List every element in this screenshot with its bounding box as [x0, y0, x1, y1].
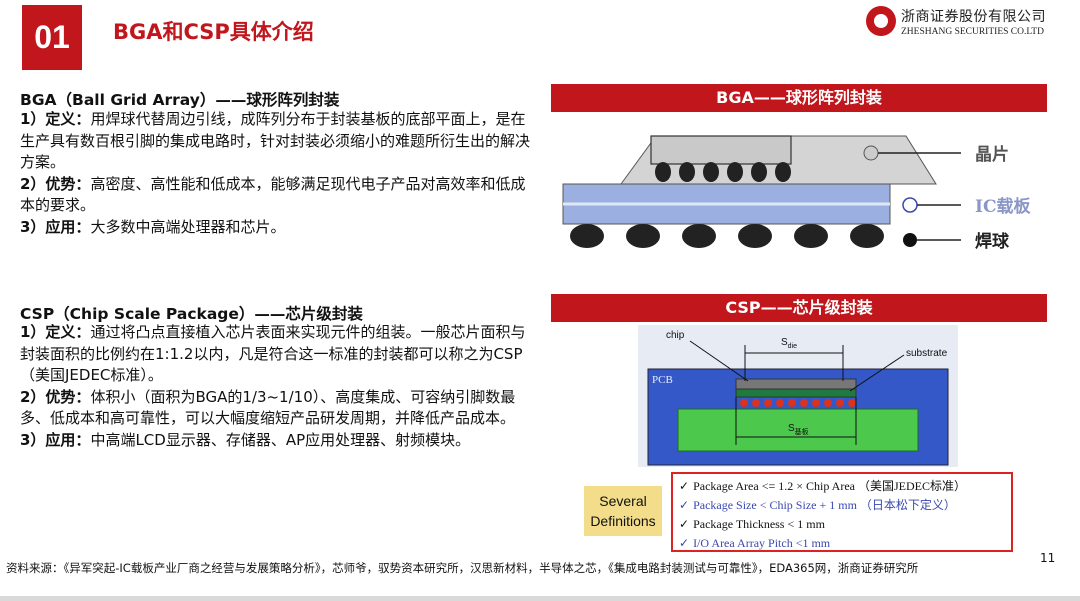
- check-icon: ✓: [679, 498, 690, 512]
- csp-figure-title: CSP——芯片级封装: [551, 294, 1047, 322]
- page-number: 11: [1040, 551, 1056, 565]
- bga-app-label: 3）应用：: [20, 217, 91, 236]
- page-title: BGA和CSP具体介绍: [113, 20, 314, 44]
- csp-def-label: 1）定义：: [20, 323, 91, 341]
- csp-app-text: 中高端LCD显示器、存储器、AP应用处理器、射频模块。: [90, 430, 471, 449]
- csp-label-s-substrate: S基板: [788, 423, 809, 436]
- bga-label-substrate: IC载板: [975, 196, 1031, 217]
- csp-bumps: [740, 399, 856, 407]
- csp-adv-label: 2）优势：: [20, 387, 91, 406]
- logo-name-en: ZHESHANG SECURITIES CO.LTD: [901, 27, 1044, 37]
- source-note: 资料来源：《异军突起-IC载板产业厂商之经营与发展策略分析》，芯师爷，驭势资本研…: [6, 561, 919, 575]
- check-icon: ✓: [679, 479, 690, 493]
- bga-adv-text: 高密度、高性能和低成本，能够满足现代电子产品对高效率和低成本的要求。: [20, 174, 526, 215]
- csp-label-substrate: substrate: [906, 348, 948, 359]
- bga-substrate-legend-marker: [902, 197, 918, 213]
- bga-die: [650, 135, 792, 165]
- csp-advantage: 2）优势：体积小（面积为BGA的1/3~1/10）、高度集成、可容纳引脚数最多、…: [20, 387, 540, 430]
- section-number-badge: 01: [22, 5, 82, 70]
- bga-diagram: 晶片 IC载板 焊球: [562, 135, 1031, 252]
- csp-heading: CSP（Chip Scale Package）——芯片级封装: [20, 305, 363, 323]
- csp-adv-text: 体积小（面积为BGA的1/3~1/10）、高度集成、可容纳引脚数最多、低成本和高…: [20, 387, 516, 428]
- bga-advantage: 2）优势：高密度、高性能和低成本，能够满足现代电子产品对高效率和低成本的要求。: [20, 174, 540, 217]
- bga-ball-legend-marker: [903, 233, 917, 247]
- csp-def-text: 通过将凸点直接植入芯片表面来实现元件的组装。一般芯片面积与封装面积的比例约在1:…: [20, 323, 526, 384]
- bga-definition: 1）定义：用焊球代替周边引线，成阵列分布于封装基板的底部平面上，是在生产具有数百…: [20, 109, 540, 174]
- csp-definition-item: ✓I/O Area Array Pitch <1 mm: [679, 536, 831, 550]
- bga-application: 3）应用：大多数中高端处理器和芯片。: [20, 217, 540, 239]
- check-icon: ✓: [679, 517, 690, 531]
- csp-chip: [735, 378, 857, 390]
- company-logo: 浙商证券股份有限公司 ZHESHANG SECURITIES CO.LTD: [866, 6, 1056, 40]
- bga-figure-title: BGA——球形阵列封装: [551, 84, 1047, 112]
- csp-label-chip: chip: [666, 330, 685, 341]
- logo-mark-icon: [866, 6, 896, 36]
- bga-def-text: 用焊球代替周边引线，成阵列分布于封装基板的底部平面上，是在生产具有数百根引脚的集…: [20, 110, 531, 171]
- bga-label-ball: 焊球: [975, 232, 1010, 252]
- bga-heading: BGA（Ball Grid Array）——球形阵列封装: [20, 91, 340, 109]
- csp-label-pcb: PCB: [652, 374, 673, 386]
- check-icon: ✓: [679, 536, 690, 550]
- bga-body: 1）定义：用焊球代替周边引线，成阵列分布于封装基板的底部平面上，是在生产具有数百…: [20, 109, 540, 238]
- csp-app-label: 3）应用：: [20, 430, 91, 449]
- bga-solder-balls: [570, 224, 884, 248]
- several-definitions-label: Several Definitions: [584, 486, 662, 536]
- csp-diagram: Sdie S基板 chip substrate PCB: [638, 325, 958, 467]
- bottom-rule: [0, 596, 1080, 601]
- csp-green-layer: [677, 408, 919, 452]
- bga-adv-label: 2）优势：: [20, 174, 91, 193]
- csp-definition: 1）定义：通过将凸点直接植入芯片表面来实现元件的组装。一般芯片面积与封装面积的比…: [20, 322, 540, 387]
- csp-application: 3）应用：中高端LCD显示器、存储器、AP应用处理器、射频模块。: [20, 430, 540, 452]
- csp-definition-item: ✓Package Area <= 1.2 × Chip Area （美国JEDE…: [679, 479, 966, 493]
- bga-app-text: 大多数中高端处理器和芯片。: [90, 217, 286, 236]
- logo-name-cn: 浙商证券股份有限公司: [901, 9, 1046, 25]
- csp-definitions-box: ✓Package Area <= 1.2 × Chip Area （美国JEDE…: [671, 472, 1013, 552]
- bga-def-label: 1）定义：: [20, 110, 91, 128]
- bga-chip-legend-marker: [863, 145, 879, 161]
- csp-body: 1）定义：通过将凸点直接植入芯片表面来实现元件的组装。一般芯片面积与封装面积的比…: [20, 322, 540, 451]
- defs-label-line-1: Several: [599, 493, 647, 509]
- defs-label-line-2: Definitions: [590, 513, 656, 529]
- csp-substrate: [735, 388, 857, 398]
- bga-label-chip: 晶片: [975, 144, 1009, 165]
- csp-definition-item: ✓Package Thickness < 1 mm: [679, 517, 825, 531]
- bga-die-bumps: [655, 162, 791, 182]
- csp-definition-item: ✓Package Size < Chip Size + 1 mm （日本松下定义…: [679, 498, 956, 512]
- csp-label-s-die: Sdie: [781, 337, 797, 350]
